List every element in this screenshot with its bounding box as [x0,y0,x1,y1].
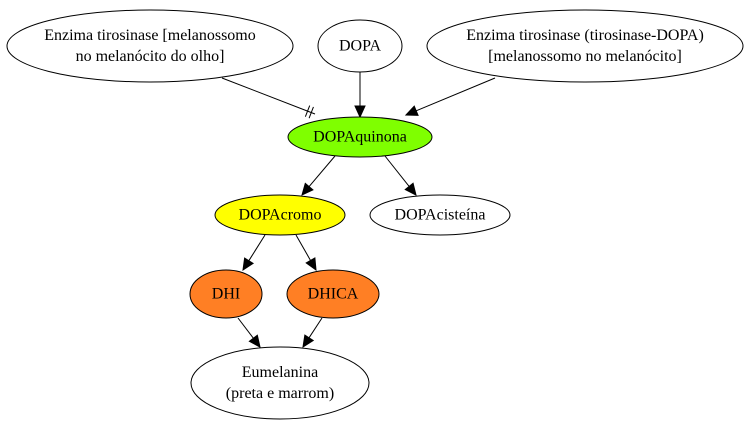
edge-dopaquinona-to-dopacisteina [384,155,417,196]
node-dopacisteina: DOPAcisteína [369,194,511,236]
node-tyr_eye-ellipse [6,9,294,83]
edge-line [237,317,254,339]
node-tyr_eye-label-line-2: no melanócito do olho] [76,48,225,65]
node-dhica-label-line-1: DHICA [308,286,359,303]
node-tyr_skin-label-line-1: Enzima tirosinase (tirosinase-DOPA) [466,27,704,44]
edge-tyr_eye-to-dopaquinona [221,77,316,119]
node-dhica: DHICA [286,269,380,319]
node-dopaquinona-ellipse [287,116,433,158]
node-dopacisteina-label-line-1: DOPAcisteína [395,207,486,224]
edge-line [308,317,323,339]
node-eumelanina-label-line-1: Eumelanina [242,364,318,381]
arrowhead [404,182,417,196]
arrowhead [248,334,261,348]
tee-bar-2 [304,105,311,117]
edge-dopa-to-dopaquinona [354,72,366,119]
node-tyr_skin-ellipse [426,9,744,83]
edge-dhica-to-eumelanina [302,317,323,349]
node-eumelanina: Eumelanina (preta e marrom) [190,346,370,420]
node-tyr_eye: Enzima tirosinase [melanossomo no melanóc… [6,9,294,83]
nodes-layer: Enzima tirosinase [melanossomo no melanóc… [6,9,744,420]
node-dhi: DHI [189,269,263,319]
arrowhead [242,257,255,272]
edge-dopaquinona-to-dopacromo [301,155,336,196]
node-dopacromo-ellipse [214,194,346,236]
node-dopa: DOPA [317,19,403,73]
arrowhead [301,182,314,196]
edge-line [308,155,336,187]
tee-bar-1 [308,106,314,119]
arrowhead [404,105,419,116]
arrowhead [354,105,366,119]
edge-dopacromo-to-dhi [242,234,266,272]
node-eumelanina-label-line-2: (preta e marrom) [226,385,334,402]
node-tyr_skin: Enzima tirosinase (tirosinase-DOPA) [mela… [426,9,744,83]
node-tyr_eye-label-line-1: Enzima tirosinase [melanossomo [44,27,256,44]
node-dopaquinona-label-line-1: DOPAquinona [313,129,407,146]
edge-dopacromo-to-dhica [295,234,317,272]
edge-line [221,77,316,115]
node-eumelanina-ellipse [190,346,370,420]
node-dopacromo: DOPAcromo [214,194,346,236]
edge-line [384,155,410,187]
edge-line [248,234,266,261]
node-dhi-ellipse [189,269,263,319]
node-dopa-ellipse [317,19,403,73]
node-dopacisteina-ellipse [369,194,511,236]
node-dhi-label-line-1: DHI [212,286,240,303]
node-dopacromo-label-line-1: DOPAcromo [239,207,322,224]
edge-tyr_skin-to-dopaquinona [404,77,496,116]
node-dopaquinona: DOPAquinona [287,116,433,158]
edges-layer [221,72,496,349]
node-tyr_skin-label-line-2: [melanossomo no melanócito] [488,48,682,65]
edge-line [295,234,311,261]
arrowhead [302,334,315,349]
edge-line [415,77,496,112]
edge-dhi-to-eumelanina [237,317,261,348]
arrowhead [305,257,317,272]
node-dhica-ellipse [286,269,380,319]
node-dopa-label-line-1: DOPA [339,38,382,55]
